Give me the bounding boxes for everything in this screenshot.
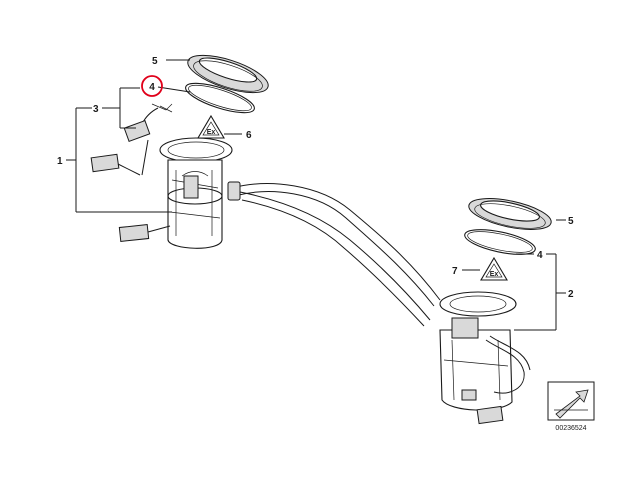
fuel-pump-module-left (118, 137, 233, 249)
lock-ring-right (468, 198, 552, 230)
seal-ring-right (464, 229, 536, 255)
leader-lines (66, 59, 566, 331)
callout-4-left: 4 (149, 82, 155, 93)
direction-arrow-icon (547, 381, 595, 421)
seal-ring-left (185, 82, 255, 114)
warning-triangle-icon: Ex (480, 256, 508, 281)
warning-triangle-icon: Ex (197, 114, 225, 139)
callout-7: 7 (452, 266, 458, 277)
callout-6: 6 (246, 130, 252, 141)
svg-text:Ex: Ex (207, 129, 216, 136)
reference-number: 00236524 (555, 425, 586, 432)
lock-ring-left (187, 54, 269, 94)
svg-text:Ex: Ex (490, 271, 499, 278)
fuel-pump-module-right (439, 291, 531, 425)
callout-4-right: 4 (537, 250, 543, 261)
level-sensor-left (90, 103, 173, 176)
callout-5-left: 5 (152, 56, 158, 67)
callout-2: 2 (568, 289, 574, 300)
fuel-lines (227, 181, 441, 327)
callout-5-right: 5 (568, 216, 574, 227)
callout-1: 1 (57, 156, 63, 167)
callout-4-highlight (141, 75, 163, 97)
callout-3: 3 (93, 104, 99, 115)
